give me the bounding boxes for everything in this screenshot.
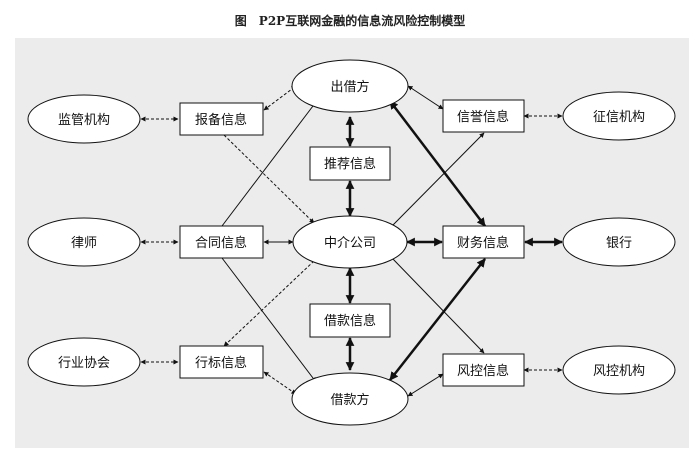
node-bid-info: 行标信息 xyxy=(179,345,264,379)
svg-text:银行: 银行 xyxy=(606,236,632,251)
edge-intermediary-credit xyxy=(391,132,485,227)
node-borrower: 借款方 xyxy=(291,372,409,426)
node-association: 行业协会 xyxy=(27,337,141,387)
node-risk-info: 风控信息 xyxy=(442,353,525,387)
svg-text:报备信息: 报备信息 xyxy=(195,112,247,128)
edge-contract-borrower xyxy=(221,257,317,383)
edge-borrower-risk xyxy=(407,373,444,397)
edge-bid-borrower xyxy=(263,371,297,395)
node-risk-agency: 风控机构 xyxy=(562,345,676,395)
node-credit-info: 信誉信息 xyxy=(442,99,525,133)
svg-text:借款方: 借款方 xyxy=(330,392,369,408)
edge-borrower-finance xyxy=(389,258,486,381)
diagram-caption: 图 P2P互联网金融的信息流风险控制模型 xyxy=(234,14,466,28)
svg-text:风控机构: 风控机构 xyxy=(593,364,645,379)
edge-filing-intermediary xyxy=(223,134,315,224)
nodes: 出借方 中介公司 借款方 监管机构 律师 行业协会 征信机构 银行 xyxy=(27,59,676,426)
edges xyxy=(140,85,563,397)
svg-text:律师: 律师 xyxy=(71,236,97,251)
edge-lender-credit xyxy=(407,85,444,110)
svg-text:监管机构: 监管机构 xyxy=(58,113,110,128)
svg-text:行业协会: 行业协会 xyxy=(58,356,110,371)
svg-text:出借方: 出借方 xyxy=(330,79,369,95)
node-lender: 出借方 xyxy=(291,59,409,113)
edge-contract-lender xyxy=(221,101,317,227)
node-loan-info: 借款信息 xyxy=(309,303,391,338)
edge-lender-finance xyxy=(389,100,486,227)
svg-text:行标信息: 行标信息 xyxy=(195,355,247,371)
svg-text:推荐信息: 推荐信息 xyxy=(324,156,376,172)
node-credit-agency: 征信机构 xyxy=(562,91,676,141)
node-contract-info: 合同信息 xyxy=(179,225,264,259)
node-bank: 银行 xyxy=(562,217,676,267)
node-intermediary: 中介公司 xyxy=(292,215,408,269)
svg-text:财务信息: 财务信息 xyxy=(457,235,509,251)
svg-text:中介公司: 中介公司 xyxy=(324,236,376,251)
svg-text:风控信息: 风控信息 xyxy=(457,363,509,379)
svg-text:征信机构: 征信机构 xyxy=(593,110,645,125)
node-lawyer: 律师 xyxy=(27,217,141,267)
svg-text:借款信息: 借款信息 xyxy=(324,313,376,329)
edge-intermediary-risk xyxy=(391,257,485,354)
node-finance-info: 财务信息 xyxy=(442,225,525,259)
node-regulator: 监管机构 xyxy=(27,94,141,144)
edge-filing-lender xyxy=(263,85,297,111)
edge-intermediary-bid xyxy=(223,260,315,347)
svg-text:合同信息: 合同信息 xyxy=(195,235,247,251)
node-recommend-info: 推荐信息 xyxy=(309,146,391,181)
svg-text:信誉信息: 信誉信息 xyxy=(457,109,509,125)
node-filing-info: 报备信息 xyxy=(179,102,264,136)
